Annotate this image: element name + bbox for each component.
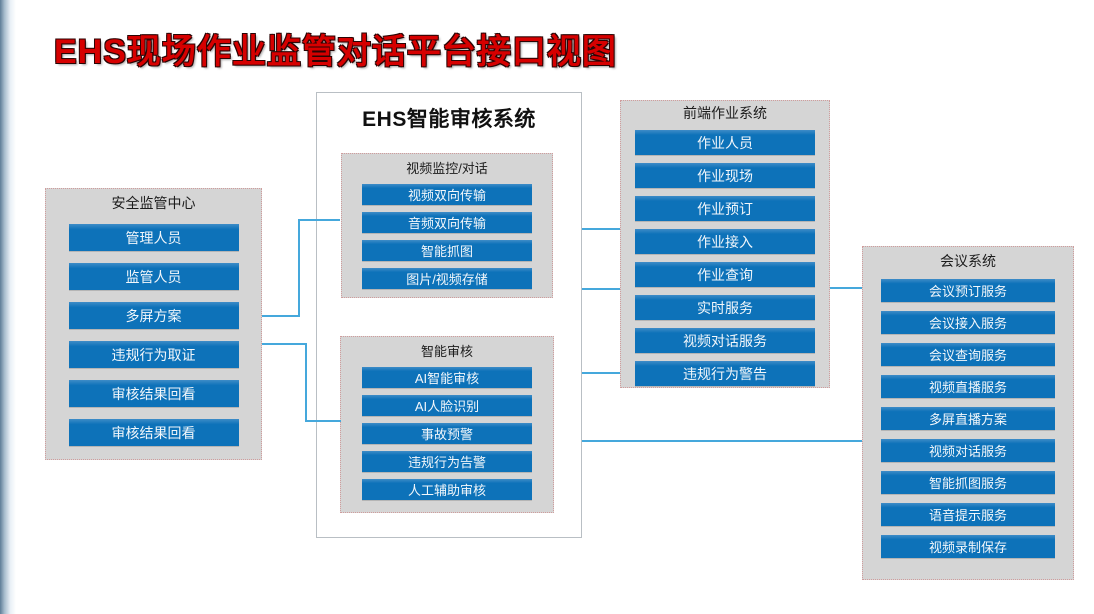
connector-ehs-to-meeting: [582, 440, 862, 442]
panel-meeting-system: 会议系统 会议预订服务 会议接入服务 会议查询服务 视频直播服务 多屏直播方案 …: [862, 246, 1074, 580]
diagram-node: 违规行为警告: [635, 361, 815, 386]
diagram-node: AI智能审核: [362, 367, 532, 388]
left-edge-gradient-bar: [0, 0, 16, 614]
connector-safety-to-video: [298, 219, 340, 221]
connector-ehs-to-frontend: [582, 228, 620, 230]
subpanel-smart-audit-title: 智能审核: [420, 344, 473, 359]
diagram-node: 作业查询: [635, 262, 815, 287]
diagram-node: 会议查询服务: [881, 343, 1055, 366]
diagram-node: 实时服务: [635, 295, 815, 320]
panel-frontend-operation-system-title: 前端作业系统: [683, 105, 767, 121]
panel-meeting-system-title: 会议系统: [940, 253, 996, 269]
diagram-node: 会议预订服务: [881, 279, 1055, 302]
page-title: EHS现场作业监管对话平台接口视图: [54, 33, 617, 71]
connector-safety-to-video: [298, 220, 300, 317]
diagram-node: 视频对话服务: [635, 328, 815, 353]
diagram-node: 作业现场: [635, 163, 815, 188]
subpanel-video-monitor-dialog: 视频监控/对话 视频双向传输 音频双向传输 智能抓图 图片/视频存储: [341, 153, 553, 298]
connector-ehs-to-frontend: [582, 372, 620, 374]
connector-frontend-to-meeting: [830, 287, 862, 289]
diagram-node: 音频双向传输: [362, 212, 532, 233]
diagram-node: 智能抓图: [362, 240, 532, 261]
diagram-node: 多屏直播方案: [881, 407, 1055, 430]
diagram-node: 违规行为告警: [362, 451, 532, 472]
diagram-node: 审核结果回看: [68, 380, 239, 407]
diagram-node: 违规行为取证: [68, 341, 239, 368]
diagram-node: 事故预警: [362, 423, 532, 444]
diagram-node: 图片/视频存储: [362, 268, 532, 289]
panel-frontend-operation-system: 前端作业系统 作业人员 作业现场 作业预订 作业接入 作业查询 实时服务 视频对…: [620, 100, 830, 388]
connector-safety-to-video: [262, 315, 298, 317]
diagram-node: 智能抓图服务: [881, 471, 1055, 494]
connector-safety-to-audit: [262, 343, 305, 345]
subpanel-video-monitor-dialog-title: 视频监控/对话: [406, 161, 488, 176]
diagram-node: 作业预订: [635, 196, 815, 221]
subpanel-smart-audit: 智能审核 AI智能审核 AI人脸识别 事故预警 违规行为告警 人工辅助审核: [340, 336, 554, 513]
panel-ehs-audit-system-title: EHS智能审核系统: [362, 108, 536, 131]
panel-safety-center-title: 安全监管中心: [111, 195, 196, 211]
diagram-node: 管理人员: [68, 224, 239, 251]
diagram-node: 作业接入: [635, 229, 815, 254]
diagram-node: 视频对话服务: [881, 439, 1055, 462]
connector-safety-to-audit: [305, 420, 341, 422]
diagram-node: 作业人员: [635, 130, 815, 155]
panel-safety-center: 安全监管中心 管理人员 监管人员 多屏方案 违规行为取证 审核结果回看 审核结果…: [45, 188, 262, 460]
panel-ehs-audit-system: EHS智能审核系统 视频监控/对话 视频双向传输 音频双向传输 智能抓图 图片/…: [316, 92, 582, 538]
diagram-node: AI人脸识别: [362, 395, 532, 416]
diagram-node: 监管人员: [68, 263, 239, 290]
diagram-node: 人工辅助审核: [362, 479, 532, 500]
diagram-node: 视频录制保存: [881, 535, 1055, 558]
diagram-node: 多屏方案: [68, 302, 239, 329]
diagram-node: 视频直播服务: [881, 375, 1055, 398]
diagram-node: 会议接入服务: [881, 311, 1055, 334]
diagram-node: 审核结果回看: [68, 419, 239, 446]
diagram-node: 语音提示服务: [881, 503, 1055, 526]
connector-safety-to-audit: [305, 343, 307, 421]
connector-ehs-to-frontend: [582, 288, 620, 290]
diagram-node: 视频双向传输: [362, 184, 532, 205]
